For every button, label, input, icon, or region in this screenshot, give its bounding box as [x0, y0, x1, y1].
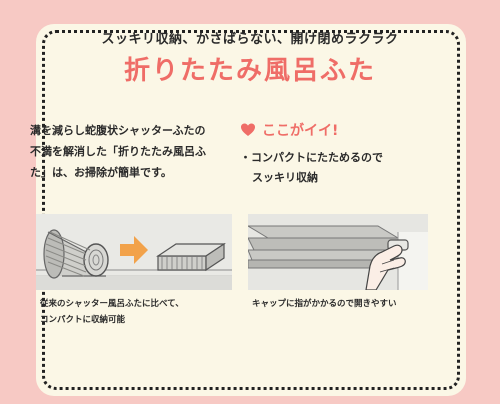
hand-opening-lid-illustration — [248, 214, 428, 290]
info-card — [36, 24, 466, 396]
merit-bullet-line2: スッキリ収納 — [252, 171, 318, 184]
compare-illustration — [36, 214, 232, 290]
merit-bullet: ・コンパクトにたためるので — [240, 151, 383, 164]
bath-lid-panels — [248, 225, 428, 290]
arrow-right-icon — [120, 236, 148, 264]
right-caption: キャップに指がかかるので開きやすい — [252, 299, 397, 309]
merit-text: ・コンパクトにたためるので スッキリ収納 — [240, 148, 410, 188]
subtitle: スッキリ収納、かさばらない、開け閉めラクラク — [101, 32, 399, 47]
description-line: た」は、お掃除が簡単です。 — [30, 166, 172, 179]
merit-header: ここがイイ! — [240, 120, 410, 140]
rolled-shutter-lid — [43, 229, 109, 279]
cap-illustration — [248, 214, 428, 290]
description: 溝を減らし蛇腹状シャッターふたの 不満を解消した「折りたたみ風呂ふ た」は、お掃… — [30, 120, 230, 183]
left-caption: 従来のシャッター風呂ふたに比べて、 コンパクトに収納可能 — [40, 296, 230, 328]
description-line: 溝を減らし蛇腹状シャッターふたの — [30, 124, 206, 137]
left-caption-line: コンパクトに収納可能 — [40, 315, 126, 325]
folded-lid — [156, 242, 226, 272]
description-line: 不満を解消した「折りたたみ風呂ふ — [30, 145, 206, 158]
heart-icon — [241, 123, 255, 136]
merit-title: ここがイイ! — [262, 123, 339, 139]
page-title: 折りたたみ風呂ふた — [123, 56, 376, 86]
left-caption-line: 従来のシャッター風呂ふたに比べて、 — [40, 299, 184, 309]
dotted-border — [42, 30, 460, 390]
hand-icon — [365, 244, 406, 290]
storage-comparison-illustration — [36, 214, 232, 290]
merit-box: ここがイイ! ・コンパクトにたためるので スッキリ収納 — [240, 120, 410, 188]
